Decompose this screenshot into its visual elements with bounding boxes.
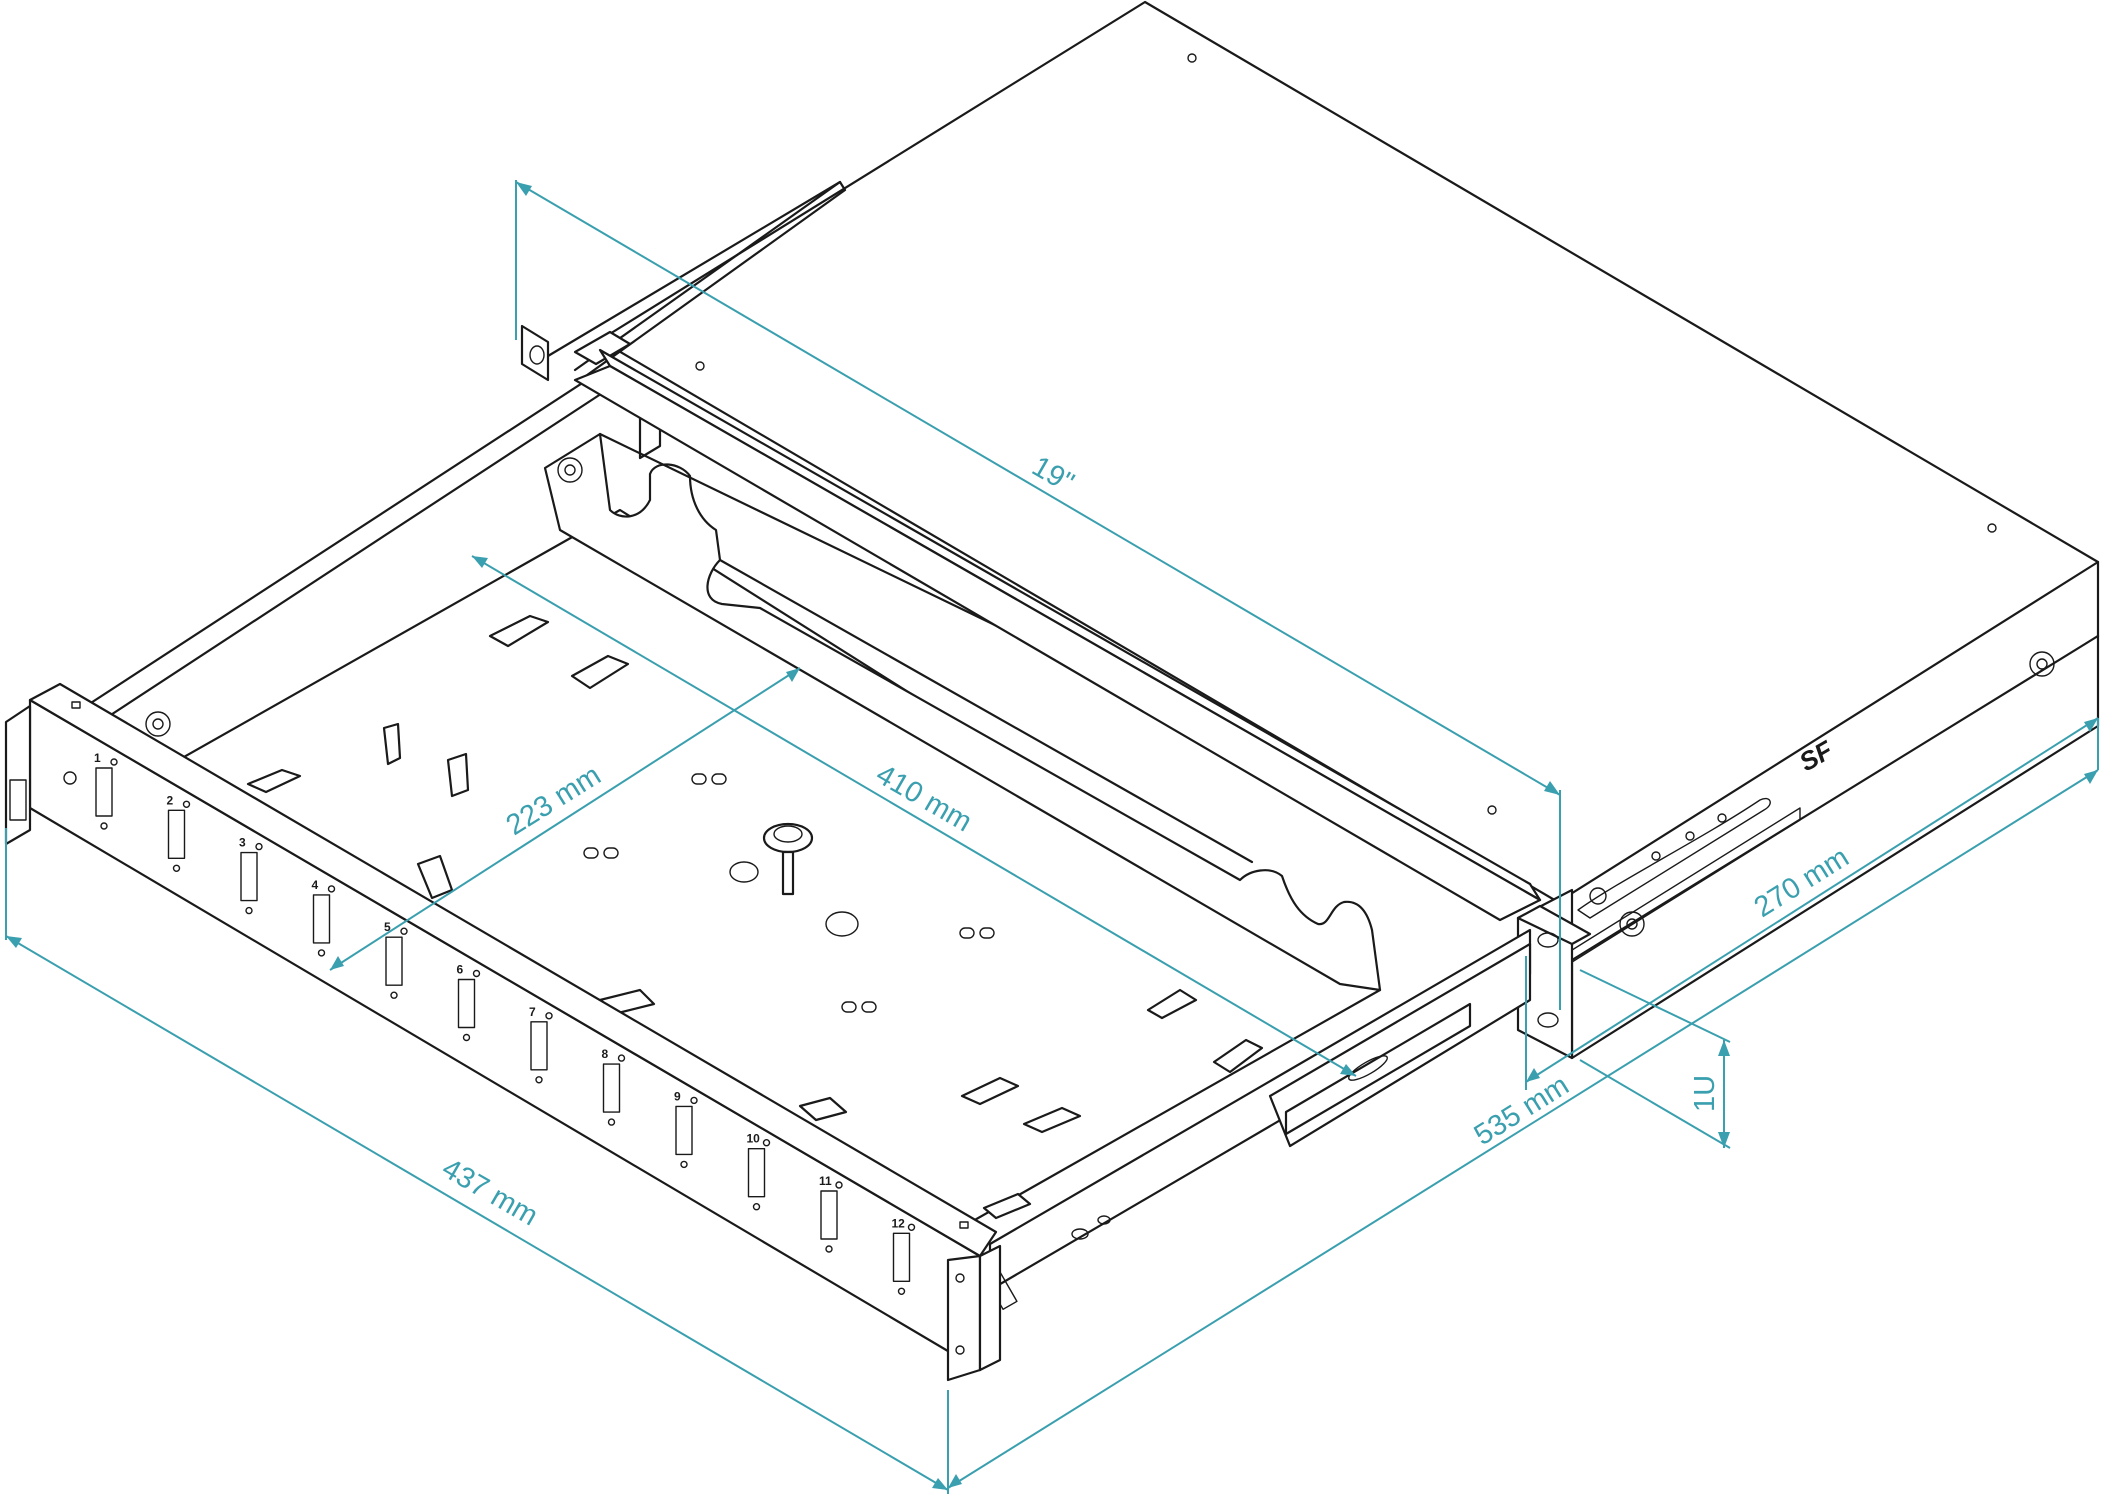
port-cutout — [820, 1190, 838, 1240]
port-screw-hole — [245, 906, 253, 915]
port-screw-hole — [462, 1033, 471, 1042]
port-cutout — [892, 1232, 911, 1283]
port-screw-hole — [400, 927, 408, 935]
port-screw-hole — [897, 1287, 906, 1296]
port-cutout — [167, 809, 186, 859]
port-number: 12 — [892, 1216, 906, 1230]
port-slot: 12 — [892, 1216, 916, 1296]
port-slot: 4 — [312, 878, 336, 957]
port-slot: 6 — [457, 963, 481, 1042]
port-screw-hole — [835, 1181, 843, 1189]
port-screw-hole — [100, 822, 108, 830]
port-screw-hole — [690, 1096, 698, 1105]
port-screw-hole — [182, 800, 191, 808]
port-slot: 2 — [167, 793, 191, 872]
port-cutout — [312, 894, 331, 944]
port-screw-hole — [327, 885, 336, 893]
left-rear-bracket — [520, 324, 632, 382]
port-slot: 5 — [384, 920, 408, 999]
port-cutout — [675, 1105, 693, 1156]
port-screw-hole — [607, 1118, 616, 1126]
port-slot: 1 — [94, 751, 118, 830]
port-slot: 11 — [819, 1174, 843, 1253]
port-slot: 9 — [674, 1089, 698, 1169]
port-number: 4 — [312, 878, 319, 892]
port-number: 10 — [747, 1132, 761, 1146]
port-cutout — [530, 1021, 548, 1071]
front-panel — [4, 682, 1002, 1382]
port-slot: 10 — [747, 1132, 771, 1211]
port-number: 8 — [602, 1047, 609, 1061]
port-screw-hole — [762, 1138, 771, 1147]
dim-label-1u: 1U — [1689, 1075, 1721, 1112]
port-cutout — [385, 936, 403, 986]
port-screw-hole — [535, 1076, 543, 1084]
port-number: 3 — [239, 836, 246, 850]
dimension-lines — [5, 180, 2099, 1494]
port-cutout — [602, 1063, 621, 1113]
port-number: 9 — [674, 1089, 681, 1103]
port-number: 11 — [819, 1174, 832, 1188]
port-screw-hole — [825, 1245, 833, 1253]
right-front-bracket — [1516, 888, 1592, 1060]
port-cutout — [457, 978, 476, 1029]
port-screw-hole — [545, 1012, 553, 1020]
port-slot: 7 — [529, 1005, 553, 1084]
port-cutout — [747, 1147, 766, 1198]
port-screw-hole — [317, 949, 326, 957]
port-screw-hole — [390, 991, 398, 999]
port-screw-hole — [907, 1223, 916, 1232]
port-screw-hole — [172, 864, 181, 872]
port-slot: 8 — [602, 1047, 626, 1126]
port-screw-hole — [680, 1160, 688, 1169]
port-number: 1 — [94, 751, 101, 765]
port-screw-hole — [752, 1202, 761, 1211]
port-slot: 3 — [239, 836, 263, 915]
port-number: 2 — [167, 793, 174, 807]
port-cutout — [240, 851, 258, 902]
port-screw-hole — [472, 969, 481, 978]
port-cutout — [95, 767, 113, 817]
port-screw-hole — [110, 758, 118, 766]
port-screw-hole — [255, 842, 263, 851]
port-screw-hole — [617, 1054, 626, 1062]
port-number: 6 — [457, 963, 464, 977]
dim-label-535mm: 535 mm — [1469, 1069, 1575, 1152]
port-number: 7 — [529, 1005, 536, 1019]
port-number: 5 — [384, 920, 391, 934]
tray — [78, 348, 1542, 1311]
